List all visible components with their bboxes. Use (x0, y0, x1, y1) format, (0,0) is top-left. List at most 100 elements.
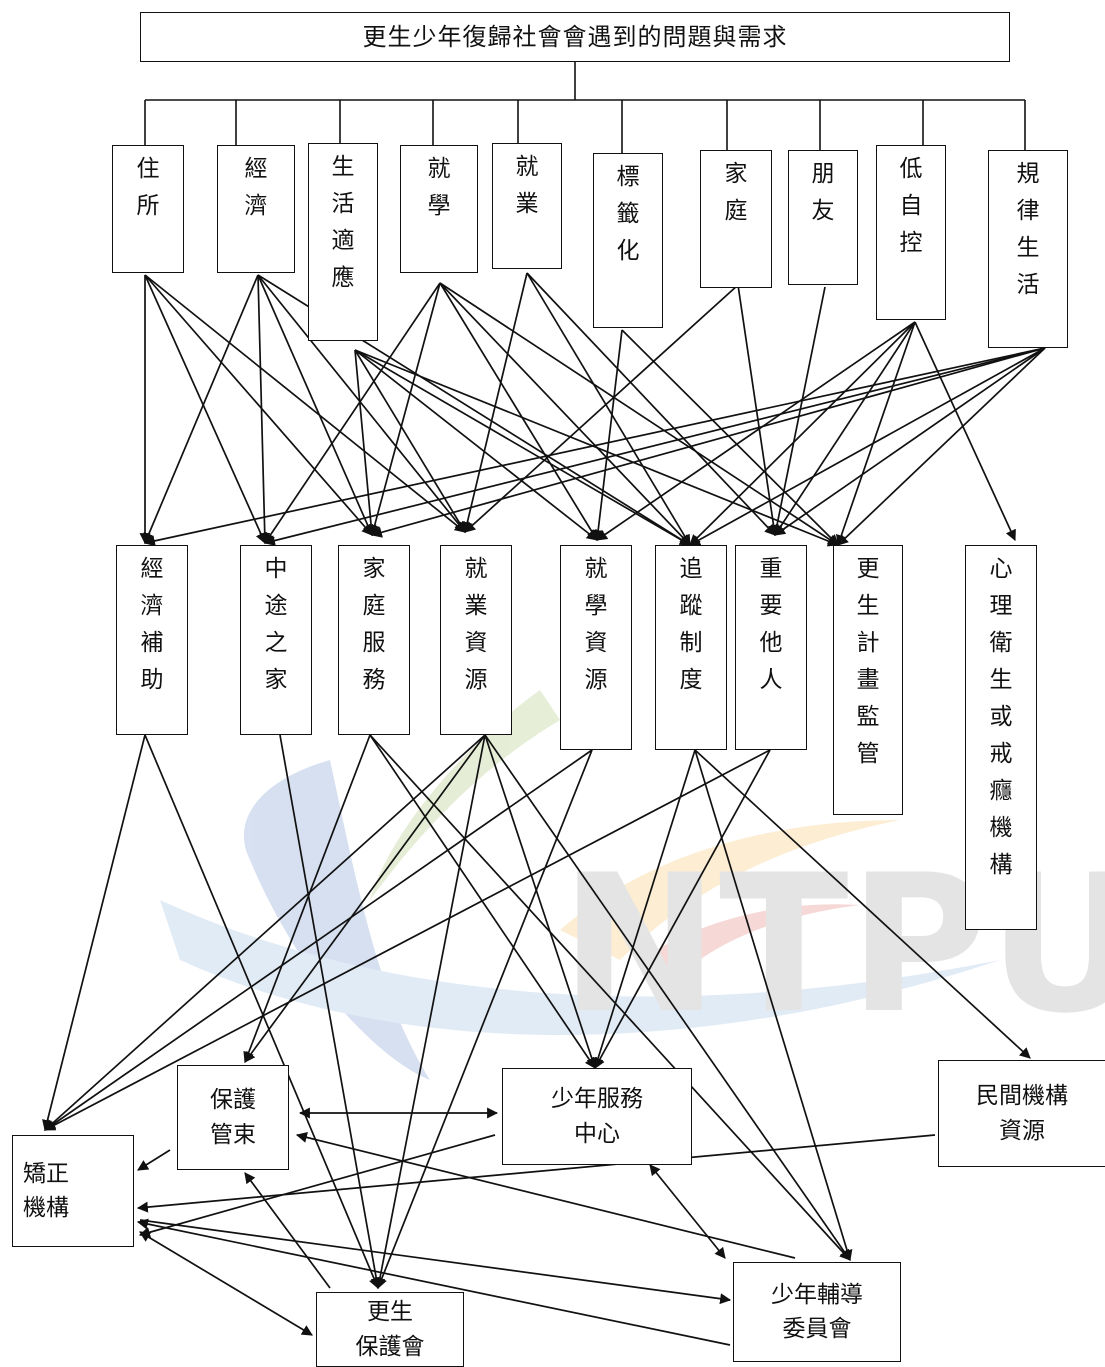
title-branch-drops (144, 100, 1026, 153)
problem-box-7: 家庭 (700, 150, 772, 288)
arrow-r4-a5 (374, 734, 486, 1290)
resource-box-4: 就業資源 (440, 545, 512, 735)
link-a3-a6 (649, 1164, 726, 1259)
arrow-p1-r3 (144, 274, 373, 536)
problem-box-6: 標籤化 (593, 153, 663, 328)
arrow-p4-r8 (439, 282, 839, 546)
problem-box-5: 就業 (492, 143, 562, 269)
problem-label: 就業 (515, 154, 539, 217)
arrow-r4-a3 (484, 734, 598, 1070)
problem-label: 住所 (136, 156, 160, 219)
link-a5-a2 (244, 1172, 331, 1289)
arrow-r4-a1 (44, 734, 486, 1131)
link-a4-a1 (136, 1134, 936, 1213)
resource-box-1: 經濟補助 (116, 545, 188, 735)
arrow-p2-r2 (257, 274, 271, 545)
watermark-swoosh-orange (560, 820, 900, 960)
problem-label: 朋友 (811, 161, 835, 224)
arrow-p10-r2 (263, 347, 1046, 546)
problem-resource-arrows (139, 272, 1046, 547)
arrow-r7-a1 (44, 749, 771, 1131)
arrow-p2-r3 (257, 274, 374, 537)
resource-box-5: 就學資源 (560, 545, 632, 750)
agency-label-line: 少年服務 (551, 1086, 643, 1112)
resource-label: 重要他人 (759, 556, 783, 693)
link-a1-a5 (139, 1231, 313, 1336)
arrow-p6-r8 (621, 329, 839, 546)
arrow-r1-a1 (42, 734, 146, 1132)
arrow-r6-a4 (694, 749, 1031, 1059)
problem-box-3: 生活適應 (308, 143, 378, 341)
arrow-p9-r8 (836, 321, 916, 547)
agency-label-line: 民間機構 (976, 1083, 1068, 1109)
resource-label: 家庭服務 (362, 556, 386, 693)
watermark-swoosh-blue (243, 760, 430, 1080)
problem-label: 家庭 (724, 161, 748, 224)
arrow-p4-r3 (369, 282, 441, 537)
arrow-r5-a5 (376, 749, 593, 1290)
link-a6-a2 (295, 1132, 796, 1259)
arrow-r5-a1 (44, 749, 593, 1131)
problem-box-10: 規律生活 (988, 150, 1068, 348)
arrow-r4-a6 (484, 734, 851, 1261)
problem-label: 低自控 (899, 156, 923, 256)
resource-label: 中途之家 (264, 556, 288, 693)
watermark-swoosh-green (370, 690, 560, 900)
problem-box-9: 低自控 (876, 145, 946, 320)
arrow-p5-r6 (526, 272, 691, 546)
problem-box-2: 經濟 (217, 145, 295, 273)
agency-box-4: 民間機構資源 (938, 1060, 1105, 1167)
agency-box-2: 保護管束 (177, 1065, 289, 1170)
agency-box-6: 少年輔導委員會 (733, 1262, 901, 1362)
agency-label-line: 管束 (210, 1121, 256, 1148)
arrow-p10-r6 (689, 347, 1046, 546)
resource-label: 追蹤制度 (679, 556, 703, 693)
problem-box-8: 朋友 (788, 150, 858, 285)
arrow-p2-r4 (257, 274, 466, 533)
arrow-p3-r6 (354, 349, 691, 546)
problem-label: 規律生活 (1016, 161, 1040, 298)
arrow-p5-r4 (461, 272, 528, 534)
resource-label: 就業資源 (464, 556, 488, 693)
arrow-p3-r4 (354, 349, 466, 533)
arrow-p10-r8 (837, 347, 1046, 546)
agency-label-line: 中心 (574, 1120, 620, 1147)
resource-label: 心理衛生或戒癮機構 (989, 556, 1013, 878)
arrow-p3-r5 (354, 349, 598, 541)
arrow-p4-r2 (264, 282, 441, 544)
arrow-p9-r5 (596, 321, 916, 541)
agency-label-line: 保護 (210, 1087, 256, 1113)
link-a1-a6 (139, 1219, 732, 1305)
problem-label: 生活適應 (331, 154, 355, 291)
agency-label-line: 機構 (23, 1195, 69, 1221)
arrow-p10-r7 (774, 347, 1046, 536)
agency-box-5: 更生保護會 (316, 1292, 464, 1367)
diagram-title: 更生少年復歸社會會遇到的問題與需求 (362, 23, 788, 51)
resource-label: 更生計畫監管 (856, 556, 880, 767)
arrow-p4-r6 (439, 282, 691, 546)
arrow-p5-r7 (526, 272, 776, 536)
arrow-p1-r4 (144, 274, 466, 533)
arrow-r6-a3 (592, 749, 696, 1070)
arrow-r4-a2 (244, 734, 486, 1063)
arrow-r3-a6 (369, 734, 851, 1261)
resource-label: 經濟補助 (140, 556, 164, 693)
resource-box-6: 追蹤制度 (655, 545, 727, 750)
title-tree (145, 60, 1025, 101)
problem-label: 就學 (427, 156, 451, 219)
link-a3-a1 (138, 1134, 496, 1238)
problem-box-4: 就學 (400, 145, 478, 273)
problem-label: 標籤化 (616, 164, 640, 264)
arrow-p7-r4 (464, 284, 739, 533)
resource-box-8: 更生計畫監管 (833, 545, 903, 815)
arrow-p2-r1 (143, 274, 259, 545)
arrow-r2-a5 (279, 734, 382, 1290)
diagram-title-box: 更生少年復歸社會會遇到的問題與需求 (140, 12, 1010, 62)
arrow-p10-r3 (370, 347, 1046, 538)
arrow-p1-r2 (144, 274, 266, 545)
agency-box-1: 矯正機構 (12, 1135, 134, 1247)
agency-label-line: 更生 (367, 1299, 413, 1325)
